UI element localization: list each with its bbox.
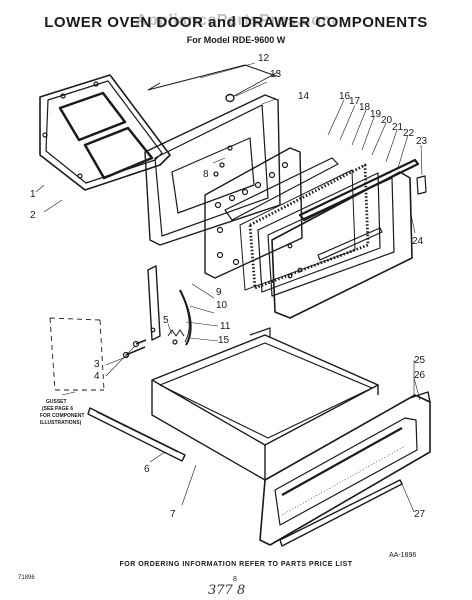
drawer-box-part: [151, 327, 379, 481]
inner-door-liner-part: [144, 94, 281, 246]
callout-10: 10: [216, 300, 228, 311]
callout-9: 9: [216, 287, 222, 298]
gusset-note-line2: (SEE PAGE 6: [42, 406, 73, 412]
door-frame-part: [39, 74, 171, 191]
clip-part: [416, 175, 427, 195]
drawer-front-part: [259, 391, 431, 546]
screw-parts: [122, 339, 147, 359]
kick-strip-part: [279, 479, 403, 547]
callout-1: 1: [30, 189, 36, 200]
callout-17: 17: [349, 96, 361, 107]
callout-labels: 1 2 12 13 14 8 9 10 11 15 5 3 4 16 17 18…: [30, 53, 428, 520]
gusset-note-line3: FOR COMPONENT: [40, 413, 84, 419]
callout-24: 24: [412, 236, 424, 247]
drawing-code: AA-1896: [389, 552, 417, 559]
callout-13: 13: [270, 69, 282, 80]
page-title: LOWER OVEN DOOR and DRAWER COMPONENTS: [44, 14, 428, 31]
callout-3: 3: [94, 359, 100, 370]
callout-20: 20: [381, 115, 393, 126]
model-subtitle: For Model RDE-9600 W: [186, 35, 286, 45]
page-number: 8: [233, 576, 237, 583]
handwritten-note: 377 8: [208, 583, 246, 598]
hinge-assembly: [147, 265, 192, 346]
watermark: AppliancePartsPros.com: [135, 12, 337, 29]
callout-15: 15: [218, 335, 230, 346]
callout-21: 21: [392, 122, 404, 133]
gusset-reference: [49, 317, 105, 391]
callout-6: 6: [144, 464, 150, 475]
gusset-note-line4: ILLUSTRATIONS): [40, 420, 82, 426]
outer-door-panel-part: [271, 158, 420, 319]
callout-25: 25: [414, 355, 426, 366]
drawer-rail-part: [87, 407, 186, 462]
bumper-part: [225, 71, 279, 103]
callout-2: 2: [30, 210, 36, 221]
leader-lines: [35, 62, 423, 513]
callout-19: 19: [370, 109, 382, 120]
callout-7: 7: [170, 509, 176, 520]
callout-12: 12: [258, 53, 270, 64]
callout-26: 26: [414, 370, 426, 381]
callout-23: 23: [416, 136, 428, 147]
corner-code: 71896: [18, 575, 35, 581]
callout-27: 27: [414, 509, 426, 520]
callout-4: 4: [94, 371, 100, 382]
gusset-note-line1: GUSSET: [46, 399, 67, 405]
callout-16: 16: [339, 91, 351, 102]
callout-14: 14: [298, 91, 310, 102]
callout-18: 18: [359, 102, 371, 113]
callout-22: 22: [403, 128, 415, 139]
door-panel-stack: [224, 157, 395, 297]
spring-part: [167, 329, 185, 337]
ordering-note: FOR ORDERING INFORMATION REFER TO PARTS …: [119, 561, 353, 568]
callout-11: 11: [220, 321, 231, 332]
gasket-part: [147, 64, 277, 91]
callout-8: 8: [203, 169, 209, 180]
insulation-part: [204, 147, 303, 279]
callout-5: 5: [163, 315, 169, 326]
